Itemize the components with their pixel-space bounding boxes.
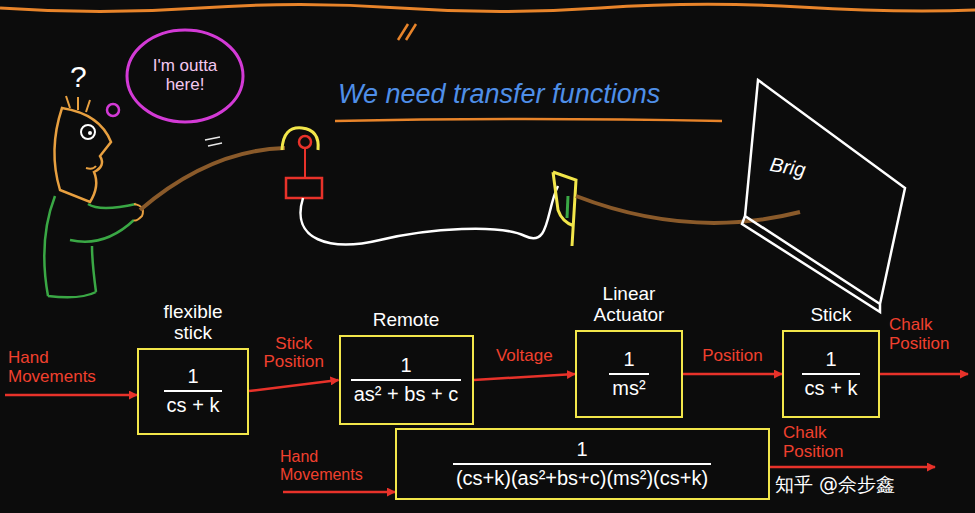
speech-text: I'm outta here! (145, 57, 225, 94)
fraction-bar (351, 379, 462, 381)
block-heading: Stick (796, 305, 866, 326)
numerator: 1 (184, 365, 201, 388)
numerator: 1 (573, 438, 590, 461)
signal-label: Position (700, 347, 764, 366)
transfer-box: Stick1cs + k (782, 330, 880, 418)
fraction-bar (802, 373, 861, 375)
flexible-stick (140, 148, 285, 210)
fraction-bar (453, 463, 711, 465)
numerator: 1 (822, 348, 839, 371)
input-arrow (283, 491, 395, 494)
board-writing: Brig (768, 153, 807, 181)
remote-knob (299, 136, 311, 148)
board (742, 80, 905, 312)
signal-label: Hand Movements (280, 448, 370, 483)
block-heading: Linear Actuator (577, 284, 682, 326)
transfer-box: flexible stick1cs + k (137, 348, 249, 435)
stick (576, 196, 800, 223)
numerator: 1 (620, 348, 637, 371)
speech-bubble (127, 30, 243, 122)
remote-box (286, 178, 322, 198)
block-heading: flexible stick (146, 302, 241, 344)
input-arrow (5, 394, 137, 397)
denominator: ms² (609, 377, 648, 400)
person-mouth (86, 166, 96, 169)
denominator: as² + bs + c (351, 383, 462, 406)
signal-label: Chalk Position (889, 316, 969, 353)
bubble-dot (107, 104, 119, 116)
fraction: 1 cs + k (164, 365, 223, 417)
question-mark: ? (70, 60, 87, 93)
signal-arrow (683, 373, 782, 376)
fraction: 1 as² + bs + c (351, 354, 462, 406)
output-arrow (770, 466, 935, 469)
fraction: 1 (cs+k)(as²+bs+c)(ms²)(cs+k) (453, 438, 711, 490)
title: We need transfer functions (338, 80, 660, 110)
person-pupil (88, 131, 92, 135)
block-heading: Remote (361, 310, 451, 331)
signal-arrow (474, 374, 576, 380)
signal-label: Stick Position (253, 335, 335, 372)
remote-joystick (282, 128, 318, 150)
remote-lever (304, 148, 306, 178)
signal-label: Hand Movements (8, 349, 100, 386)
person-head (54, 108, 111, 202)
linear-actuator (553, 172, 576, 246)
fraction-bar (164, 390, 223, 392)
combined-transfer-box: 1 (cs+k)(as²+bs+c)(ms²)(cs+k) (395, 428, 770, 500)
fraction-bar (609, 373, 648, 375)
numerator: 1 (397, 354, 414, 377)
actuator-part (567, 196, 568, 218)
signal-label: Voltage (494, 347, 555, 366)
person-body (44, 196, 136, 297)
transfer-box: Linear Actuator1ms² (575, 330, 683, 418)
fraction: 1 ms² (609, 348, 648, 400)
transfer-box: Remote1as² + bs + c (339, 335, 474, 425)
motion-lines (205, 137, 222, 146)
signal-arrow (249, 380, 339, 391)
denominator: (cs+k)(as²+bs+c)(ms²)(cs+k) (453, 467, 711, 490)
denominator: cs + k (802, 377, 861, 400)
watermark: 知乎 @佘步鑫 (775, 474, 895, 495)
signal-label: Chalk Position (783, 424, 863, 461)
title-underline (335, 119, 722, 121)
person-hair (66, 96, 90, 112)
break-mark (398, 24, 416, 40)
fraction: 1 cs + k (802, 348, 861, 400)
output-arrow (880, 373, 968, 376)
denominator: cs + k (164, 394, 223, 417)
wire (301, 186, 558, 244)
top-border (0, 4, 975, 11)
person-eye (81, 125, 95, 139)
